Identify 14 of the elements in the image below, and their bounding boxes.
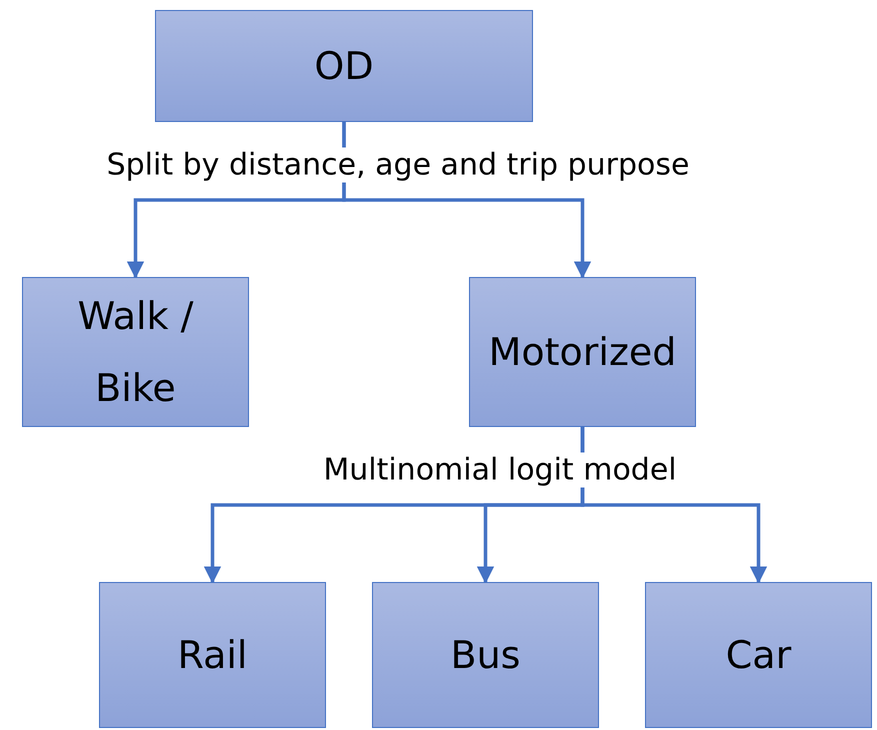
process-box [22, 277, 249, 427]
process-box [99, 582, 326, 728]
process-box [645, 582, 872, 728]
box-label: Motorized [488, 328, 676, 376]
process-box [372, 582, 599, 728]
box-label: Rail [178, 632, 248, 679]
box-label: Car [726, 632, 792, 679]
connector-arrow [580, 427, 768, 584]
box-label: OD [314, 42, 374, 90]
box-label: Bus [450, 632, 520, 679]
box-label: Walk / Bike [76, 292, 194, 412]
process-box [469, 277, 696, 427]
process-box [155, 10, 533, 122]
connector-arrow [342, 122, 592, 279]
